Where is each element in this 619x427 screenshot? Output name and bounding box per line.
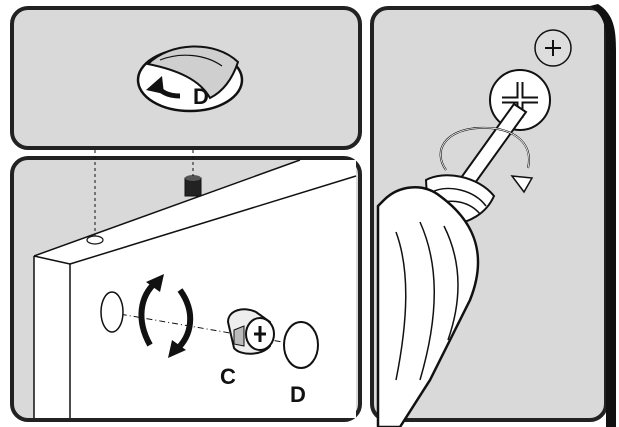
panel-screwdriver bbox=[370, 4, 616, 427]
background-cam-head bbox=[534, 29, 572, 67]
cover-cap-icon bbox=[283, 321, 319, 369]
side-hole bbox=[100, 291, 124, 333]
peel-arrow-icon bbox=[146, 76, 181, 99]
board-panel bbox=[33, 159, 357, 418]
dowel-peg bbox=[184, 175, 202, 197]
sticker-disc bbox=[136, 45, 244, 113]
cam-lock-icon bbox=[226, 308, 275, 355]
screwdriver-icon bbox=[376, 102, 528, 427]
panel-peel-sticker: D bbox=[10, 6, 362, 150]
rotation-arrow-icon bbox=[439, 126, 534, 194]
sticker-label: D bbox=[193, 84, 209, 109]
panel-board-cam: C D bbox=[10, 150, 362, 422]
cam-label: C bbox=[220, 364, 236, 389]
top-hole bbox=[86, 235, 104, 245]
cap-label: D bbox=[290, 382, 306, 407]
rotate-arrows-icon bbox=[138, 274, 194, 358]
